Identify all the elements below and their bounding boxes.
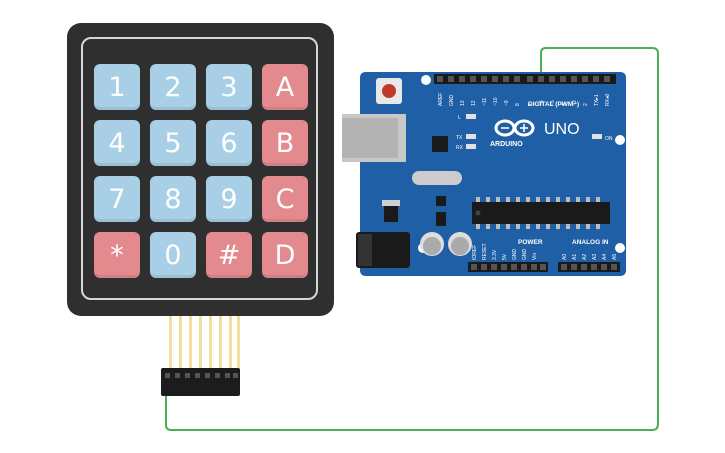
l-label: L bbox=[458, 115, 461, 121]
key-1[interactable]: 1 bbox=[94, 64, 140, 110]
keypad-ribbon-cable bbox=[167, 316, 240, 368]
pin-label: A5 bbox=[612, 254, 618, 260]
on-label: ON bbox=[605, 136, 613, 142]
pin-label: A3 bbox=[592, 254, 598, 260]
key-b[interactable]: B bbox=[262, 120, 308, 166]
arduino-logo-icon bbox=[494, 119, 535, 137]
brand-label: ARDUINO bbox=[490, 141, 523, 148]
pin-label: 12 bbox=[471, 100, 477, 106]
analog-label: ANALOG IN bbox=[572, 239, 609, 246]
pin-label: ~5 bbox=[550, 100, 556, 106]
jumper-wire[interactable] bbox=[165, 47, 659, 431]
power-pin-labels: IOREF RESET 3.3V 5V GND GND Vin bbox=[472, 243, 538, 260]
pin-label: ~10 bbox=[493, 97, 499, 106]
key-2[interactable]: 2 bbox=[150, 64, 196, 110]
pin-label: TX▸1 bbox=[594, 94, 600, 106]
key-hash[interactable]: # bbox=[206, 232, 252, 278]
pin-label: GND bbox=[522, 249, 528, 261]
pin-label: A4 bbox=[602, 254, 608, 260]
pin-label: ~6 bbox=[539, 100, 545, 106]
key-5[interactable]: 5 bbox=[150, 120, 196, 166]
pin-label: Vin bbox=[532, 253, 538, 260]
key-a[interactable]: A bbox=[262, 64, 308, 110]
pin-label: 13 bbox=[460, 100, 466, 106]
pin-label: 3.3V bbox=[492, 249, 498, 260]
key-4[interactable]: 4 bbox=[94, 120, 140, 166]
pin-label: IOREF bbox=[472, 245, 478, 260]
pin-label: AREF bbox=[438, 93, 444, 106]
pin-label: A1 bbox=[572, 254, 578, 260]
key-star[interactable]: * bbox=[94, 232, 140, 278]
pin-label: RX◂0 bbox=[605, 94, 611, 106]
key-9[interactable]: 9 bbox=[206, 176, 252, 222]
key-d[interactable]: D bbox=[262, 232, 308, 278]
pin-label: A2 bbox=[582, 254, 588, 260]
key-7[interactable]: 7 bbox=[94, 176, 140, 222]
pin-label: GND bbox=[449, 95, 455, 107]
atmega-chip bbox=[472, 202, 610, 224]
analog-header[interactable] bbox=[558, 262, 620, 272]
pin-label: RESET bbox=[482, 243, 488, 260]
pin-label: 4 bbox=[561, 103, 567, 106]
pin-label: ~3 bbox=[572, 100, 578, 106]
power-label: POWER bbox=[518, 239, 543, 246]
pin-label: ~9 bbox=[504, 100, 510, 106]
digital-header[interactable] bbox=[434, 74, 616, 84]
pin-label: A0 bbox=[562, 254, 568, 260]
power-header[interactable] bbox=[468, 262, 548, 272]
digital-label: DIGITAL (PWM~) bbox=[528, 101, 579, 108]
pin-label: 7 bbox=[528, 103, 534, 106]
arduino-uno-board[interactable]: UNO ARDUINO DIGITAL (PWM~) POWER ANALOG … bbox=[340, 66, 632, 282]
pin-label: ~11 bbox=[482, 98, 488, 106]
model-label: UNO bbox=[544, 121, 580, 138]
keypad-border bbox=[81, 37, 318, 300]
analog-pin-labels: A0 A1 A2 A3 A4 A5 bbox=[562, 254, 618, 260]
key-c[interactable]: C bbox=[262, 176, 308, 222]
keypad-connector[interactable] bbox=[161, 368, 240, 396]
tx-label: TX bbox=[456, 135, 463, 141]
key-3[interactable]: 3 bbox=[206, 64, 252, 110]
pin-label: 5V bbox=[502, 253, 508, 260]
key-0[interactable]: 0 bbox=[150, 232, 196, 278]
rx-label: RX bbox=[456, 145, 464, 151]
key-6[interactable]: 6 bbox=[206, 120, 252, 166]
digital-pin-labels: AREF GND 13 12 ~11 ~10 ~9 8 7 ~6 ~5 4 ~3 2 TX▸1 RX◂0 bbox=[438, 93, 611, 106]
pin-label: 8 bbox=[515, 103, 521, 106]
pin-label: GND bbox=[512, 249, 518, 261]
pin-label: 2 bbox=[583, 103, 589, 106]
key-8[interactable]: 8 bbox=[150, 176, 196, 222]
